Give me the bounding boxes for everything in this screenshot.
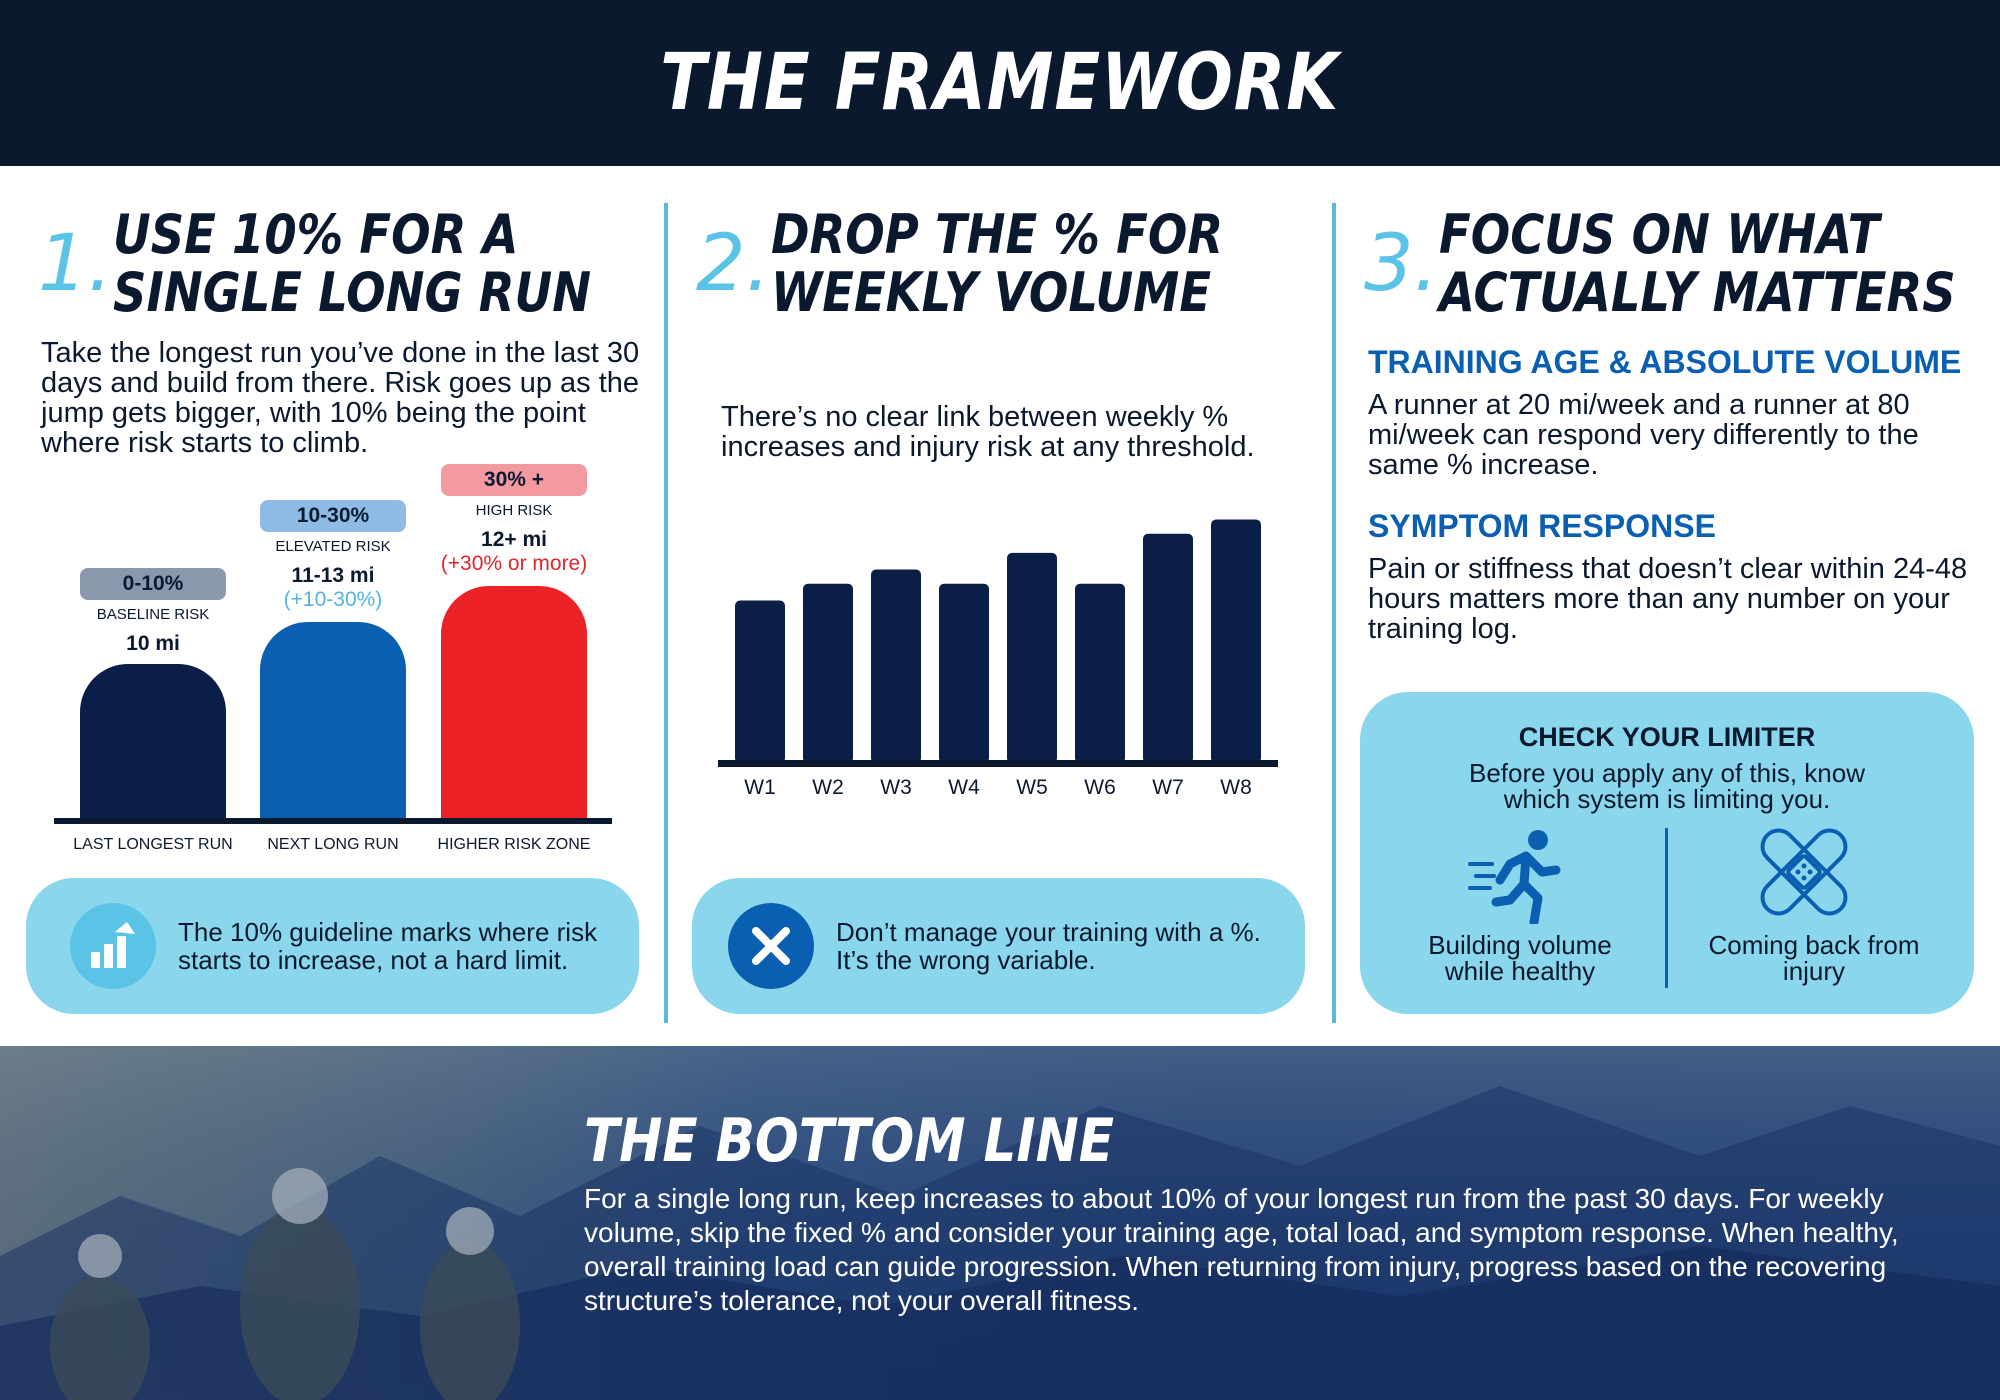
callout-text: Don’t manage your training with a %. It’…: [836, 917, 1261, 975]
bar-value: 11-13 mi: [291, 564, 375, 587]
chart-bar-w4: [939, 583, 989, 763]
chart-bar-w6: [1075, 583, 1125, 763]
title-line: SINGLE LONG RUN: [113, 261, 592, 324]
option-building-volume: Building volume while healthy: [1428, 930, 1612, 986]
limiter-subtitle: Before you apply any of this, know which…: [1468, 758, 1865, 814]
training-age-body: A runner at 20 mi/week and a runner at 8…: [1368, 389, 1919, 481]
x-tick-label: W4: [948, 776, 980, 799]
chart-bar-w8: [1211, 519, 1261, 763]
bar-value-label: 10 mi: [50, 632, 256, 656]
title-line: USE 10% FOR A: [113, 203, 519, 266]
option-coming-back: Coming back from injury: [1708, 930, 1920, 986]
running-person-icon: [1466, 828, 1570, 929]
subhead-training-age: TRAINING AGE & ABSOLUTE VOLUME: [1368, 344, 1962, 380]
x-icon: [728, 903, 814, 989]
column-1: 1. USE 10% FOR A SINGLE LONG RUN Take th…: [0, 166, 664, 1046]
weekly-volume-chart: W1 W2 W3 W4 W5 W6 W7 W8: [718, 519, 1278, 799]
x-tick-label: W8: [1220, 776, 1252, 799]
bar-value: 10 mi: [126, 632, 180, 655]
x-tick-label: W7: [1152, 776, 1184, 799]
column-1-callout: The 10% guideline marks where risk start…: [26, 878, 639, 1014]
column-2-title: DROP THE % FOR WEEKLY VOLUME: [771, 206, 1223, 322]
risk-range-pill: 30% +: [441, 464, 587, 496]
x-tick-label: W2: [812, 776, 844, 799]
limiter-divider: [1665, 828, 1668, 988]
risk-label: ELEVATED RISK: [275, 538, 391, 555]
check-limiter-card: CHECK YOUR LIMITER Before you apply any …: [1360, 692, 1974, 1014]
limiter-title: CHECK YOUR LIMITER: [1518, 722, 1816, 752]
bar-category-label: LAST LONGEST RUN: [73, 836, 233, 853]
bottom-line-section: THE BOTTOM LINE For a single long run, k…: [0, 1046, 2000, 1400]
bar-category-label: NEXT LONG RUN: [267, 836, 399, 853]
step-number: 2.: [696, 219, 771, 309]
bar-increase: (+10-30%): [283, 588, 383, 611]
header-banner: THE FRAMEWORK: [0, 0, 2000, 166]
bandage-icon: [1758, 826, 1850, 923]
bottom-line-body: For a single long run, keep increases to…: [584, 1183, 1899, 1316]
bar-value-label: 11-13 mi(+10-30%): [230, 564, 436, 612]
step-number: 3.: [1364, 219, 1439, 309]
x-tick-label: W5: [1016, 776, 1048, 799]
column-2-heading: 2. DROP THE % FOR WEEKLY VOLUME: [696, 206, 1297, 322]
bottom-line-title: THE BOTTOM LINE: [584, 1106, 1115, 1176]
subhead-symptom-response: SYMPTOM RESPONSE: [1368, 508, 1716, 544]
risk-label: HIGH RISK: [475, 502, 553, 519]
title-line: ACTUALLY MATTERS: [1439, 261, 1956, 324]
column-divider: [1332, 203, 1336, 1023]
risk-bar: [260, 622, 406, 818]
column-1-heading: 1. USE 10% FOR A SINGLE LONG RUN: [38, 206, 669, 322]
chart-baseline: [718, 760, 1278, 767]
bar-baseline: [54, 818, 612, 824]
chart-bar-w1: [735, 600, 785, 763]
title-line: WEEKLY VOLUME: [771, 261, 1212, 324]
risk-range-pill: 10-30%: [260, 500, 406, 532]
bar-value: 12+ mi: [481, 528, 547, 551]
bar-growth-icon: [70, 903, 156, 989]
column-2: 2. DROP THE % FOR WEEKLY VOLUME There’s …: [668, 166, 1332, 1046]
column-1-body: Take the longest run you’ve done in the …: [41, 337, 640, 459]
column-3-heading: 3. FOCUS ON WHAT ACTUALLY MATTERS: [1364, 206, 2000, 322]
x-tick-label: W3: [880, 776, 912, 799]
column-1-title: USE 10% FOR A SINGLE LONG RUN: [113, 206, 591, 322]
chart-bar-w3: [871, 569, 921, 763]
mountain-photo-background: [0, 1046, 2000, 1400]
bar-value-label: 12+ mi(+30% or more): [411, 528, 617, 576]
chart-bar-w5: [1007, 552, 1057, 763]
risk-bar: [80, 664, 226, 818]
column-2-callout: Don’t manage your training with a %. It’…: [692, 878, 1305, 1014]
page-title: THE FRAMEWORK: [660, 38, 1340, 128]
column-3: 3. FOCUS ON WHAT ACTUALLY MATTERS TRAINI…: [1336, 166, 2000, 1046]
chart-bar-w7: [1143, 533, 1193, 763]
x-tick-label: W1: [744, 776, 776, 799]
column-3-title: FOCUS ON WHAT ACTUALLY MATTERS: [1439, 206, 1956, 322]
step-number: 1.: [38, 219, 113, 309]
symptom-response-body: Pain or stiffness that doesn’t clear wit…: [1368, 553, 1968, 645]
column-divider: [664, 203, 668, 1023]
risk-label: BASELINE RISK: [96, 606, 210, 623]
risk-range-pill: 0-10%: [80, 568, 226, 600]
title-line: DROP THE % FOR: [771, 203, 1224, 266]
bar-category-label: HIGHER RISK ZONE: [437, 836, 591, 853]
callout-text: The 10% guideline marks where risk start…: [178, 917, 598, 975]
title-line: FOCUS ON WHAT: [1439, 203, 1880, 266]
chart-bar-w2: [803, 583, 853, 763]
x-tick-label: W6: [1084, 776, 1116, 799]
risk-bar: [441, 586, 587, 818]
bar-increase: (+30% or more): [440, 552, 588, 575]
column-2-body: There’s no clear link between weekly % i…: [721, 401, 1255, 463]
